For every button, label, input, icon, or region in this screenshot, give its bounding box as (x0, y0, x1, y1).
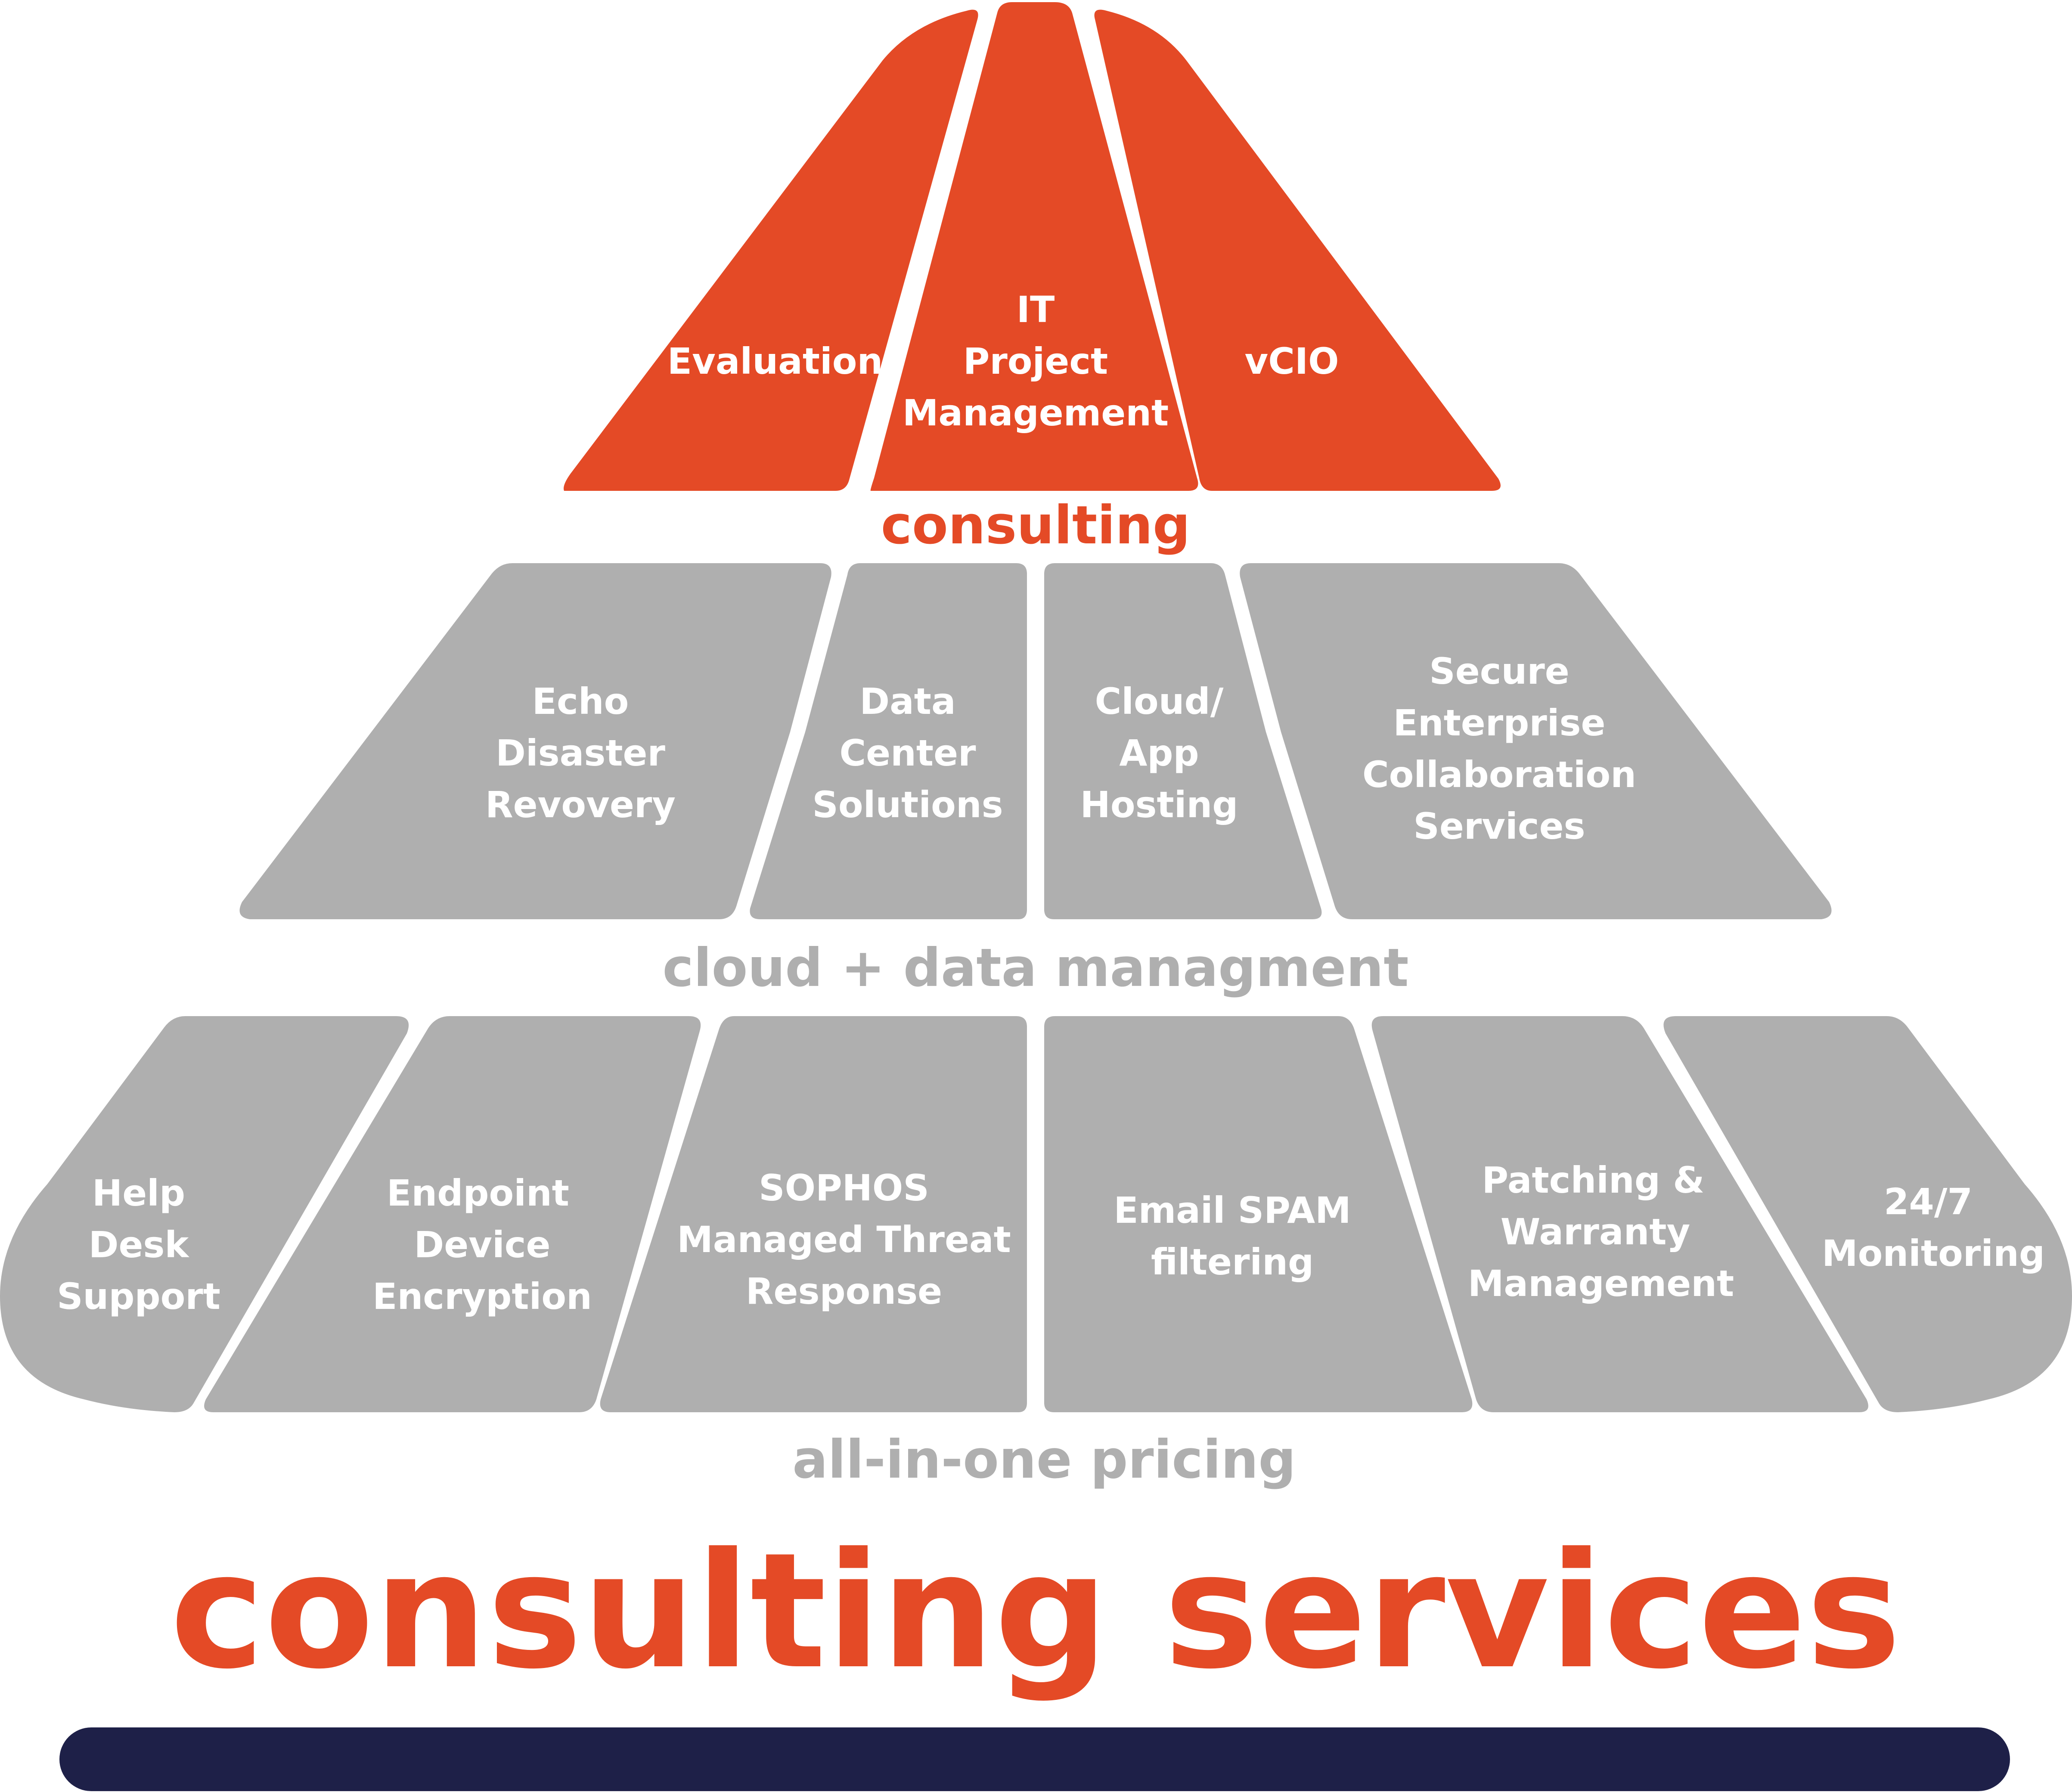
pricing-tier-caption: all-in-one pricing (792, 1429, 1296, 1490)
label-line: IT (1017, 288, 1055, 331)
label-line: Management (1468, 1262, 1734, 1305)
label-line: Support (57, 1275, 220, 1318)
label-line: Center (840, 732, 977, 774)
base-bar (59, 1727, 2010, 1791)
label-line: Secure (1429, 650, 1569, 692)
segment-it-project-management (870, 2, 1198, 491)
label-line: App (1119, 732, 1199, 774)
segment-email-spam-filtering (1044, 1016, 1473, 1412)
segment-email-spam-filtering-label: Email SPAM filtering (1114, 1189, 1351, 1283)
segment-vcio (1094, 9, 1501, 491)
label-line: Disaster (496, 732, 665, 774)
label-line: Monitoring (1822, 1232, 2045, 1274)
segment-sophos-managed-threat-response (600, 1016, 1027, 1412)
label-line: 24/7 (1884, 1181, 1973, 1223)
label-line: Project (963, 340, 1108, 382)
label-line: Evaluation (667, 340, 883, 382)
segment-24-7-monitoring (1663, 1016, 2072, 1412)
main-title: consulting services (170, 1519, 1901, 1704)
label-line: Services (1413, 805, 1585, 847)
segment-cloud-app-hosting (1044, 563, 1322, 919)
segment-secure-enterprise-collaboration (1240, 563, 1832, 919)
label-line: Data (859, 680, 955, 722)
label-line: Revovery (485, 784, 676, 826)
label-line: Enterprise (1393, 702, 1605, 744)
label-line: Warranty (1501, 1211, 1690, 1253)
label-line: Echo (532, 680, 629, 722)
segment-data-center-solutions (750, 563, 1027, 919)
label-line: Management (903, 392, 1169, 434)
label-line: vCIO (1244, 340, 1339, 382)
label-line: Endpoint (387, 1172, 569, 1214)
segment-echo-disaster-recovery (239, 563, 831, 919)
label-line: Response (746, 1270, 942, 1312)
label-line: Managed Threat (677, 1218, 1011, 1261)
segment-patching-warranty-management (1371, 1016, 1868, 1412)
label-line: Cloud/ (1095, 680, 1224, 722)
label-line: Collaboration (1362, 753, 1636, 796)
label-line: Device (414, 1224, 550, 1266)
label-line: Solutions (812, 784, 1003, 826)
label-line: Patching & (1482, 1159, 1705, 1201)
segment-evaluation (564, 9, 978, 491)
label-line: Encryption (372, 1275, 592, 1318)
label-line: SOPHOS (759, 1167, 929, 1209)
segment-endpoint-device-encryption (204, 1016, 701, 1412)
label-line: Email SPAM (1114, 1189, 1351, 1231)
cloud-data-tier-caption: cloud + data managment (662, 937, 1408, 998)
label-line: Help (92, 1172, 185, 1214)
segment-help-desk-support (0, 1016, 409, 1412)
segment-vcio-label: vCIO (1244, 340, 1339, 382)
label-line: filtering (1151, 1241, 1314, 1283)
consulting-tier-caption: consulting (881, 495, 1191, 556)
label-line: Hosting (1080, 784, 1238, 826)
label-line: Desk (89, 1224, 190, 1266)
segment-evaluation-label: Evaluation (667, 340, 883, 382)
